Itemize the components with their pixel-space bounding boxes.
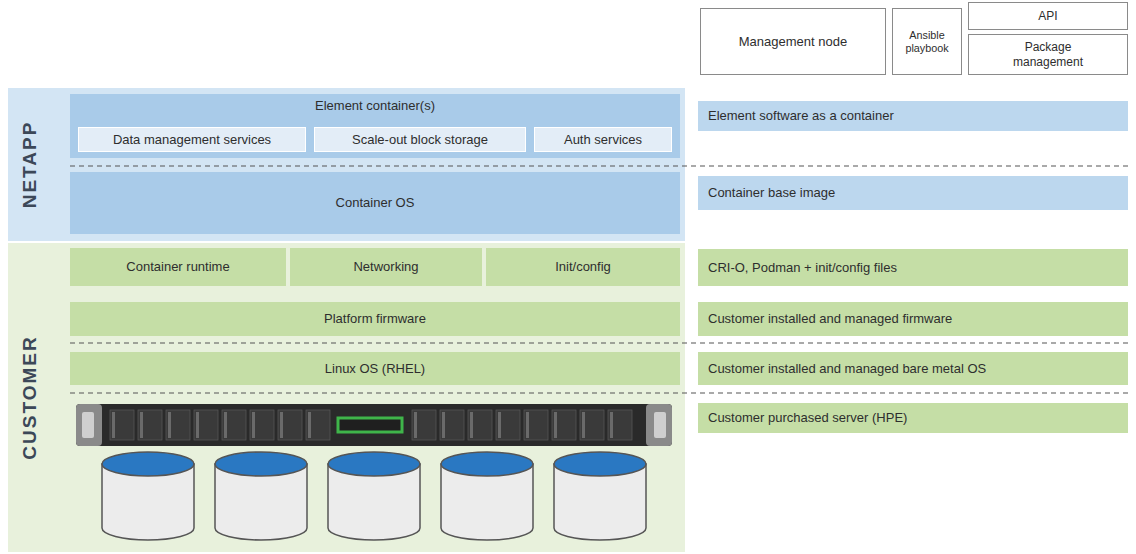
box-label: Container base image bbox=[708, 185, 835, 201]
box-label: Ansible playbook bbox=[893, 29, 961, 55]
box-label: Customer installed and managed firmware bbox=[708, 311, 952, 327]
server-illustration bbox=[76, 404, 672, 446]
box-label: Customer installed and managed bare meta… bbox=[708, 361, 986, 377]
box-label: Container runtime bbox=[126, 259, 229, 275]
service-box: Data management services bbox=[78, 127, 306, 152]
element-container-box: Element container(s) Data management serv… bbox=[70, 94, 680, 158]
package-box: Package management bbox=[968, 34, 1128, 75]
customer-band-fill bbox=[8, 243, 685, 552]
disk-drives bbox=[102, 452, 646, 540]
band-label: CUSTOMER bbox=[8, 243, 52, 552]
api-box: API bbox=[968, 2, 1128, 30]
dashed-divider bbox=[70, 342, 1128, 343]
dashed-divider bbox=[70, 392, 1128, 393]
description-box: Element software as a container bbox=[698, 101, 1128, 131]
layer-box: Networking bbox=[290, 248, 482, 286]
management-box: Management node bbox=[700, 8, 886, 75]
customer-band: CUSTOMER Container runtime Networking Init/… bbox=[8, 243, 685, 552]
netapp-band: NETAPP Element container(s) Data managemen… bbox=[8, 88, 685, 241]
layer-box: Init/config bbox=[486, 248, 680, 286]
box-label: Platform firmware bbox=[324, 311, 426, 327]
service-box: Auth services bbox=[534, 127, 672, 152]
box-label: Element container(s) bbox=[315, 98, 435, 114]
layer-box: Container OS bbox=[70, 172, 680, 234]
box-label: API bbox=[1038, 9, 1057, 23]
service-box: Scale-out block storage bbox=[314, 127, 526, 152]
box-label: Networking bbox=[353, 259, 418, 275]
description-box: Customer installed and managed firmware bbox=[698, 302, 1128, 336]
netapp-band-fill bbox=[8, 88, 685, 241]
box-label: Package management bbox=[1003, 40, 1093, 69]
box-label: Linux OS (RHEL) bbox=[325, 361, 425, 377]
description-box: Customer purchased server (HPE) bbox=[698, 403, 1128, 433]
box-label: Scale-out block storage bbox=[352, 132, 488, 148]
box-label: Auth services bbox=[564, 132, 642, 148]
box-label: Element software as a container bbox=[708, 108, 894, 124]
box-label: Container OS bbox=[336, 195, 415, 211]
layer-box: Platform firmware bbox=[70, 302, 680, 336]
dashed-divider bbox=[70, 165, 1128, 166]
description-box: CRI-O, Podman + init/config files bbox=[698, 249, 1128, 286]
description-box: Container base image bbox=[698, 176, 1128, 210]
layer-box: Container runtime bbox=[70, 248, 286, 286]
layer-box: Linux OS (RHEL) bbox=[70, 352, 680, 385]
box-label: Customer purchased server (HPE) bbox=[708, 410, 907, 426]
box-label: Init/config bbox=[555, 259, 611, 275]
box-label: Data management services bbox=[113, 132, 271, 148]
ansible-box: Ansible playbook bbox=[892, 8, 962, 75]
box-label: Management node bbox=[739, 34, 847, 50]
band-label: NETAPP bbox=[8, 88, 52, 241]
box-label: CRI-O, Podman + init/config files bbox=[708, 260, 897, 276]
description-box: Customer installed and managed bare meta… bbox=[698, 352, 1128, 385]
